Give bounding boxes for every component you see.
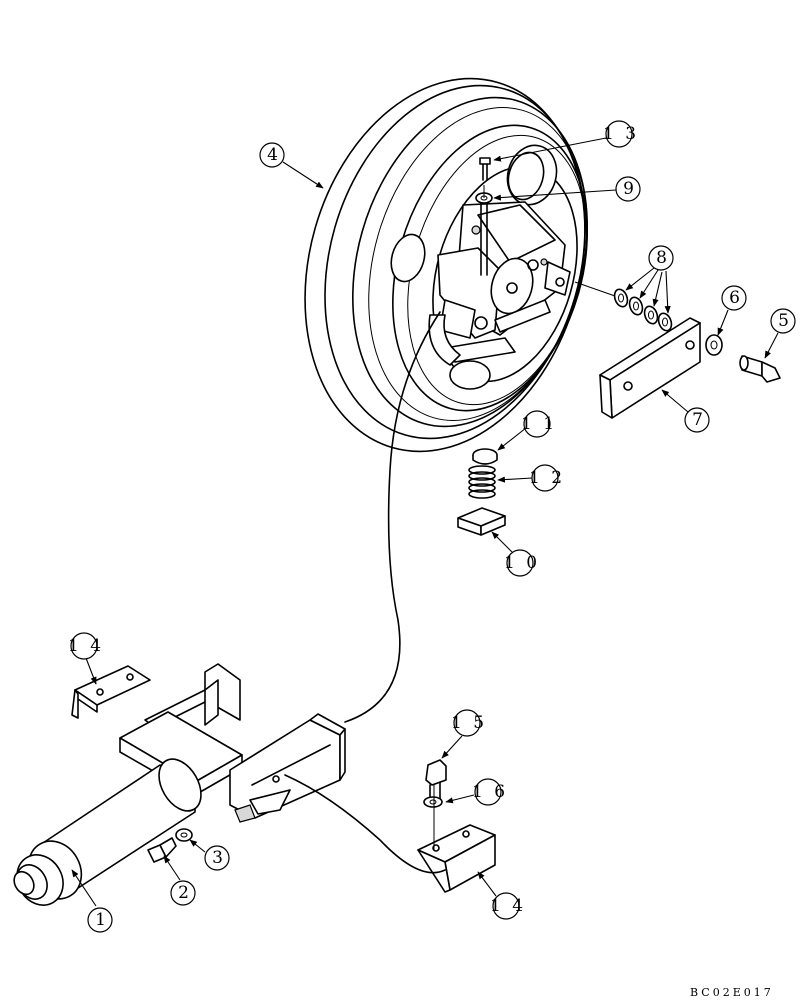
svg-text:3: 3 [212, 848, 226, 868]
callout-16: 1 6 [445, 778, 508, 806]
cap-11 [472, 448, 498, 465]
callout-12: 1 2 [497, 464, 565, 492]
bolt-13 [479, 157, 491, 181]
washer-3 [175, 828, 193, 842]
svg-text:4: 4 [267, 145, 281, 165]
svg-text:1 4: 1 4 [68, 636, 104, 656]
block-10 [457, 507, 506, 536]
bracket-14-left [71, 665, 151, 719]
svg-text:1 3: 1 3 [603, 124, 639, 144]
svg-text:1 1: 1 1 [521, 414, 557, 434]
washer-axis [574, 281, 616, 297]
svg-text:8: 8 [656, 248, 670, 268]
washers-8 [613, 288, 673, 332]
svg-text:2: 2 [178, 883, 192, 903]
bearing-block [428, 201, 571, 366]
svg-text:1 0: 1 0 [504, 553, 540, 573]
callout-1: 1 [71, 869, 113, 933]
callout-2: 2 [163, 855, 196, 906]
callout-7: 7 [661, 389, 710, 433]
svg-text:6: 6 [729, 288, 743, 308]
washer-6 [705, 334, 723, 356]
callout-13: 1 3 [493, 120, 639, 162]
callout-6: 6 [717, 285, 747, 336]
svg-text:1 6: 1 6 [472, 782, 508, 802]
svg-text:7: 7 [692, 410, 706, 430]
callout-9: 9 [493, 176, 641, 202]
svg-text:1 2: 1 2 [529, 468, 565, 488]
spring-12 [468, 465, 496, 499]
callout-15: 1 5 [441, 709, 487, 759]
callout-11: 1 1 [497, 410, 557, 451]
callout-14-right: 1 4 [477, 871, 526, 920]
callout-8: 8 [625, 245, 674, 314]
reference-code: BC02E017 [690, 986, 774, 999]
callout-3: 3 [189, 839, 230, 871]
plate-7 [599, 317, 701, 419]
svg-text:9: 9 [623, 179, 637, 199]
callout-4: 4 [259, 142, 324, 189]
bracket-14-right [417, 824, 496, 893]
svg-text:1 4: 1 4 [490, 896, 526, 916]
callout-10: 1 0 [491, 531, 540, 577]
callout-5: 5 [764, 308, 796, 359]
bolt-15 [425, 759, 447, 801]
svg-text:5: 5 [778, 311, 792, 331]
svg-text:1 5: 1 5 [451, 713, 487, 733]
bolt-5 [739, 355, 781, 383]
washer-16 [423, 796, 443, 808]
grease-hose [284, 311, 446, 874]
grease-cylinder [13, 758, 202, 906]
callout-14-left: 1 4 [68, 632, 104, 685]
svg-text:1: 1 [95, 910, 109, 930]
bolt-2 [147, 837, 177, 863]
